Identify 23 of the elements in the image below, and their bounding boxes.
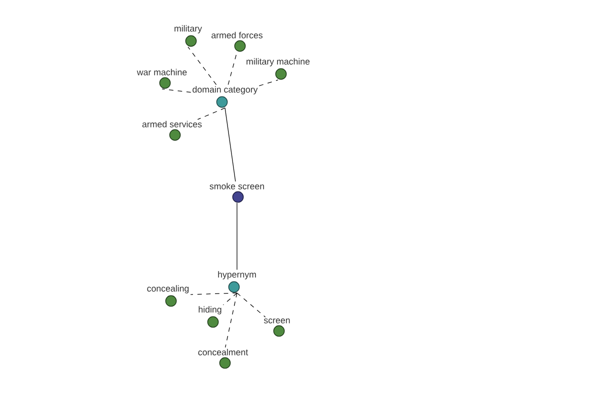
node-label: military [174,25,202,34]
connector-line [162,88,192,93]
connector-line [197,108,226,120]
node-label: armed services [142,120,202,128]
node-label: smoke screen [210,182,264,190]
node-label: domain category [192,86,258,94]
node-label: war machine [136,68,187,76]
node-label: concealing [147,285,189,294]
connector-line [236,292,266,318]
connector-line [224,108,236,182]
node-label: armed forces [212,32,262,38]
connector-line [258,80,278,86]
connector-line [190,292,238,295]
connector-line [228,52,238,86]
node-label: hiding [198,306,222,314]
connector-line [225,292,238,348]
node-label: screen [264,318,290,324]
connector-line [222,292,238,306]
connector-line [236,202,238,270]
connector-line [188,46,217,86]
node-label: hypernym [218,271,256,280]
node-label: concealment [198,348,248,356]
node-label: military machine [246,58,310,66]
